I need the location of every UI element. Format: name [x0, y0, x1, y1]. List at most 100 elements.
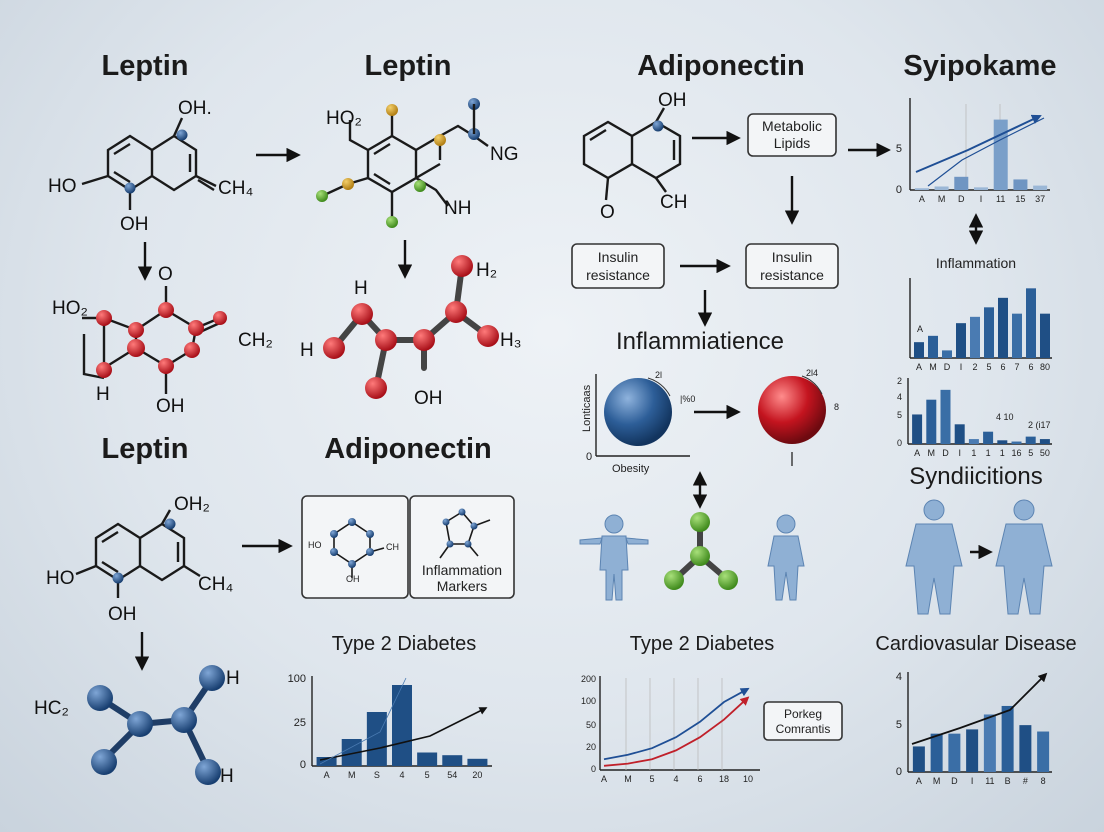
box-metabolic-line-2: Lipids [774, 135, 811, 151]
svg-text:CH: CH [386, 542, 399, 552]
molecule-blue-ball-stick: HC₂ H H [34, 665, 240, 787]
note: 4 10 [996, 412, 1014, 422]
label-oh: OH [414, 388, 443, 409]
molecule-leptin-2: HO₂ NG NH [316, 98, 519, 228]
label-oh: OH [108, 604, 137, 625]
title-adiponectin-1: Adiponectin [637, 50, 805, 82]
note: 2 (i17 [1028, 420, 1051, 430]
xtick-label: 6 [1028, 362, 1033, 372]
label-ch4: CH₄ [198, 574, 233, 595]
bar [997, 440, 1008, 444]
svg-text:Insulin: Insulin [772, 249, 812, 265]
ytick: 5 [896, 143, 902, 155]
xtick-label: 2 [972, 362, 977, 372]
svg-text:resistance: resistance [760, 267, 824, 283]
title-leptin-3: Leptin [102, 433, 189, 465]
label-oh-bottom: OH [120, 214, 149, 235]
box-inflammation-markers: Inflammation Markers [409, 495, 515, 599]
xtick-label: D [944, 362, 951, 372]
title-leptin-1: Leptin [102, 50, 189, 82]
xtick-label: 5 [986, 362, 991, 372]
xtick-label: 16 [1011, 448, 1021, 458]
bar [954, 176, 969, 190]
ytick: 2 [897, 376, 902, 386]
bar [998, 297, 1008, 358]
bar [974, 187, 988, 190]
label-h-bottom: H [220, 766, 234, 787]
label-oh: OH [156, 396, 185, 417]
label-ch4: CH₄ [218, 178, 253, 199]
bar [993, 119, 1008, 190]
note: A [917, 324, 923, 334]
xtick-label: M [938, 194, 946, 204]
label-red-top: 2l4 [806, 368, 818, 378]
molecule-leptin-1: OH. HO OH CH₄ [48, 98, 253, 235]
xtick-label: A [601, 774, 607, 784]
label-ho: HO [46, 568, 75, 589]
xtick-label: A [919, 194, 925, 204]
svg-text:OH: OH [346, 574, 360, 584]
label-blue-top: 2l [655, 370, 662, 380]
xtick-label: 18 [719, 774, 729, 784]
xtick-label: S [374, 770, 380, 780]
label-h2: H₂ [476, 260, 497, 281]
bar [934, 186, 949, 190]
bar [341, 739, 362, 766]
bar [1012, 313, 1022, 358]
label-cardio: Cardiovasular Disease [875, 633, 1076, 655]
box-metabolic-lipids: Metabolic Lipids [747, 113, 837, 157]
molecule-adiponectin-1: OH O CH [582, 90, 687, 223]
label-ho: HO [48, 176, 77, 197]
bar [442, 755, 463, 766]
xtick-label: # [1023, 776, 1028, 786]
label-axis-zero: 0 [586, 451, 592, 463]
xtick-label: I [958, 448, 961, 458]
human-figure-lean [995, 499, 1053, 615]
bar [417, 752, 438, 766]
bar [968, 439, 979, 444]
bar [930, 733, 943, 772]
bar [912, 414, 923, 444]
bar [928, 335, 938, 358]
sphere-panel: Lonticaas 0 Obesity 2l |%0 2l4 8 [581, 368, 839, 475]
ytick: 0 [300, 759, 306, 771]
xtick-label: 8 [1041, 776, 1046, 786]
label-obesity: Obesity [612, 463, 650, 475]
svg-text:Inflammation: Inflammation [422, 562, 502, 578]
bar [392, 685, 412, 766]
box-metabolic-line-1: Metabolic [762, 118, 822, 134]
bar [983, 431, 994, 444]
ytick: 4 [896, 671, 902, 683]
xtick-label: 54 [447, 770, 457, 780]
bar [467, 758, 488, 766]
label-type2-mid: Type 2 Diabetes [630, 633, 775, 655]
xtick-label: 4 [673, 774, 678, 784]
xtick-label: M [929, 362, 937, 372]
xtick-label: 6 [1000, 362, 1005, 372]
bar [1019, 725, 1032, 772]
bar [983, 714, 996, 772]
xtick-label: M [933, 776, 941, 786]
sphere-red [758, 376, 826, 444]
series-line-red [603, 696, 750, 767]
box-adiponectin-molecule: HO CH OH [301, 495, 409, 599]
bar [1025, 436, 1036, 444]
ytick: 100 [581, 696, 596, 706]
ytick: 4 [897, 392, 902, 402]
xtick-label: 5 [649, 774, 654, 784]
bar [1011, 441, 1022, 444]
bar [1026, 288, 1036, 358]
xtick-label: B [1005, 776, 1011, 786]
xtick-label: 5 [425, 770, 430, 780]
label-o: O [158, 264, 173, 285]
ytick: 0 [897, 438, 902, 448]
label-ng: NG [490, 144, 519, 165]
molecule-leptin-red: HO₂ O CH₂ H OH [52, 264, 273, 417]
ytick: 0 [591, 764, 596, 774]
ytick: 20 [586, 742, 596, 752]
title-leptin-2: Leptin [365, 50, 452, 82]
